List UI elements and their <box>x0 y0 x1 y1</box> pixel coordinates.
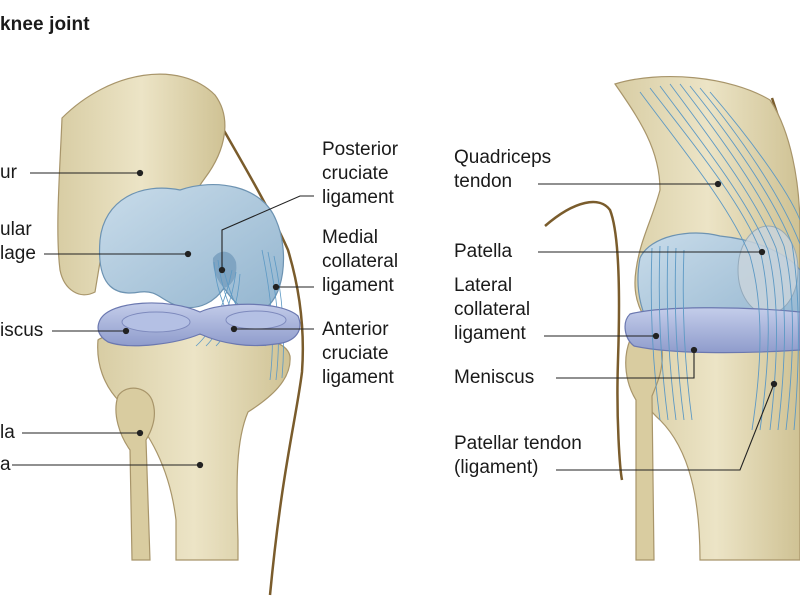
label-medial-collateral-line1: Medial <box>322 227 378 248</box>
diagram-title: knee joint <box>0 14 90 35</box>
label-patellar-tendon: Patellar tendon (ligament) <box>454 432 582 480</box>
leader-patellar-tendon <box>556 383 775 471</box>
label-articular-cartilage-line2: lage <box>0 243 36 264</box>
left-meniscus-inner-a <box>121 311 191 333</box>
label-left-meniscus: iscus <box>0 320 44 341</box>
label-anterior-cruciate: Anterior cruciate ligament <box>322 318 394 390</box>
label-quadriceps-tendon-line2: tendon <box>454 171 513 192</box>
label-posterior-cruciate: Posterior cruciate ligament <box>322 138 398 210</box>
left-label-leaders <box>12 169 314 469</box>
label-patella: Patella <box>454 241 513 262</box>
label-right-meniscus: Meniscus <box>454 367 535 388</box>
right-quadriceps-tendon <box>639 83 800 431</box>
right-skin-front <box>544 200 624 481</box>
label-anterior-cruciate-line2: cruciate <box>322 343 389 364</box>
right-lateral-collateral <box>650 245 693 421</box>
label-lateral-collateral-line3: ligament <box>454 323 526 344</box>
label-articular-cartilage-line1: ular <box>0 219 32 240</box>
label-medial-collateral: Medial collateral ligament <box>322 226 398 298</box>
label-medial-collateral-line3: ligament <box>322 275 394 296</box>
label-anterior-cruciate-line1: Anterior <box>322 319 389 340</box>
label-medial-collateral-line2: collateral <box>322 251 399 272</box>
label-lateral-collateral-line1: Lateral <box>454 275 513 296</box>
left-fibula <box>115 387 156 561</box>
right-fibula <box>625 333 663 561</box>
leader-posterior-cruciate <box>221 195 314 270</box>
label-posterior-cruciate-line1: Posterior <box>322 139 399 160</box>
right-label-leaders <box>538 180 778 471</box>
left-femoral-cartilage <box>98 184 285 312</box>
label-fibula: la <box>0 422 15 443</box>
label-articular-cartilage: ular lage <box>0 218 36 266</box>
label-quadriceps-tendon-line1: Quadriceps <box>454 147 552 168</box>
label-anterior-cruciate-line3: ligament <box>322 367 394 388</box>
label-femur: ur <box>0 162 17 183</box>
left-skin-outline <box>194 81 305 596</box>
right-knee <box>538 76 800 561</box>
left-knee <box>12 73 314 596</box>
label-posterior-cruciate-line3: ligament <box>322 187 394 208</box>
label-patellar-tendon-line2: (ligament) <box>454 457 539 478</box>
leader-right-meniscus <box>556 350 695 379</box>
label-lateral-collateral-line2: collateral <box>454 299 531 320</box>
right-patella <box>737 225 799 315</box>
label-quadriceps-tendon: Quadriceps tendon <box>454 146 551 194</box>
label-posterior-cruciate-line2: cruciate <box>322 163 389 184</box>
label-patellar-tendon-line1: Patellar tendon <box>454 433 582 454</box>
label-lateral-collateral: Lateral collateral ligament <box>454 274 530 346</box>
label-tibia: a <box>0 454 11 475</box>
left-tibia <box>97 332 291 561</box>
